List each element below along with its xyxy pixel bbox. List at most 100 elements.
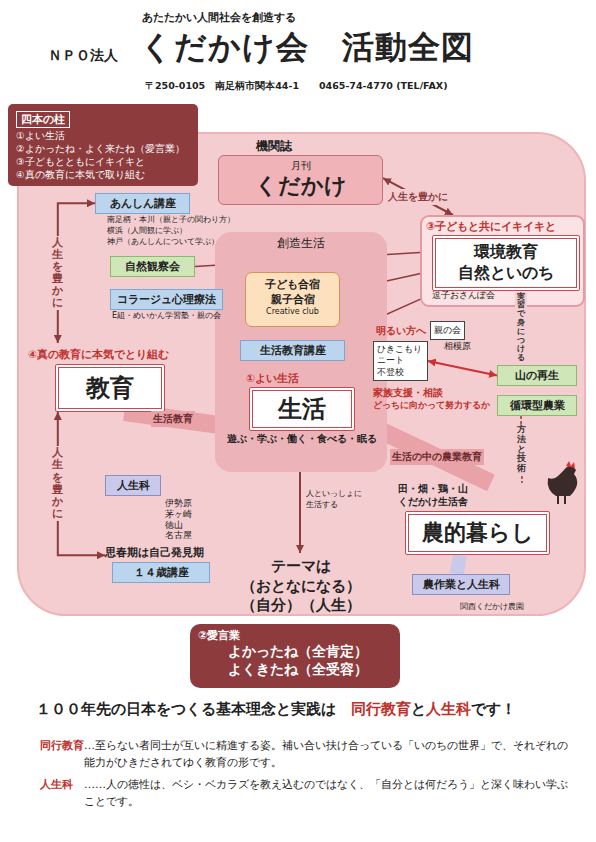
node-part: 農作業と人生科 <box>412 574 510 595</box>
node-part: ①よい生活 <box>222 372 382 386</box>
node-part: １４歳講座 <box>112 562 210 583</box>
node-text: コラージュ心理療法 <box>117 292 216 307</box>
definition-body: …至らない者同士が互いに精進する姿。補い合い扶け合っている「いのちの世界」で、そ… <box>84 738 570 771</box>
node-part: 四本の柱 <box>16 111 70 128</box>
node-part: 創造生活 <box>215 232 387 252</box>
node-part: ④真の教育に本気でとり組む <box>28 343 203 362</box>
definition-term: 同行教育 <box>40 738 84 771</box>
summary-text: と <box>411 700 426 719</box>
org-type: ＮＰＯ法人 <box>48 47 118 65</box>
node-part: 機関誌 <box>218 138 383 155</box>
text-group: 同行教育…至らない者同士が互いに精進する姿。補い合い扶け合っている「いのちの世界… <box>40 738 570 810</box>
feature-box: ④真の教育に本気でとり組む教育 <box>28 343 203 412</box>
edge-label: 生活の中の農業教育 <box>390 449 484 465</box>
node-part: コラージュ心理療法 <box>110 289 223 310</box>
node-text: 遊ぶ・学ぶ・働く・食べる・眠る <box>222 433 382 446</box>
node-part: 教育 <box>55 364 165 412</box>
region-panel: ③子どもと共にイキイキと逗子おさんぽ会環境教育 自然といのち <box>420 215 585 307</box>
node-text: 創造生活 <box>215 235 387 252</box>
pillars-box: 四本の柱 ①よい生活②よかったね・よく来たね（愛言業）③子どもとともにイキイキと④… <box>8 104 198 186</box>
node-part: 人生科 <box>105 475 161 496</box>
node-part: ②愛言業 <box>198 628 392 643</box>
node-text: Creative club <box>248 307 337 316</box>
node-text: 環境教育 自然といのち <box>454 242 558 284</box>
node-part: 生活 <box>249 387 355 431</box>
motto-box: ②愛言業よかったね（全肯定）よくきたね（全受容） <box>190 624 400 688</box>
node-part: E組・めいかん学習塾・親の会 <box>110 310 223 321</box>
node-part: ③子どもと共にイキイキと <box>422 217 583 236</box>
summary-key: 人生科 <box>426 700 471 719</box>
journal-box: 機関誌月刊くだかけ <box>218 138 383 205</box>
node-text: 自然観察会 <box>117 259 188 274</box>
node-text: ②よかったね・よく来たね（愛言業） <box>16 143 190 156</box>
course-box: あんしん講座南足柄・本川（親と子の関わり方）横浜（人間観に学ぶ）神戸（あんしんに… <box>95 193 235 247</box>
title: くだかけ会 活動全図 <box>140 26 474 70</box>
connector <box>383 178 453 215</box>
node-text: 親子合宿 <box>248 292 337 307</box>
edge-label: 方法と技術 <box>515 424 528 475</box>
node-text: 機関誌 <box>256 138 383 155</box>
node-text: 横浜（人間観に学ぶ） <box>107 225 235 236</box>
node-text: 生活 <box>253 391 351 427</box>
node-part: 関西くだかけ農園 <box>412 601 524 612</box>
node-text: E組・めいかん学習塾・親の会 <box>112 310 223 321</box>
edge-label: 人生を豊かに <box>50 446 65 521</box>
node-text: くだかけ <box>219 173 382 198</box>
tagline: あたたかい人間社会を創造する <box>142 10 296 25</box>
node-part: 相模原 <box>430 340 471 353</box>
node-text: よくきたね（全受容） <box>228 661 392 679</box>
activity-box: 自然観察会 <box>110 256 195 277</box>
course-box: コラージュ心理療法 E組・めいかん学習塾・親の会 <box>110 289 223 321</box>
node-part: 農的暮らし <box>405 511 550 555</box>
group-box: 親の会相模原 <box>430 318 471 353</box>
node-text: ③子どもとともにイキイキと <box>16 156 190 169</box>
camp-box: 子ども合宿親子合宿Creative club <box>245 272 340 327</box>
course-box: 人生科伊勢原 茅ヶ崎 徳山 名古屋 <box>105 474 205 541</box>
feature-box: 田・畑・鶏・山くだかけ生活舎農的暮らし <box>398 483 553 555</box>
node-part: 思春期は自己発見期 <box>105 546 210 560</box>
node-text: ④真の教育に本気で取り組む <box>16 169 190 182</box>
node-text: よかったね（全肯定） <box>228 643 392 661</box>
region-panel: 創造生活子ども合宿親子合宿Creative club 生活教育講座 ①よい生活生活遊… <box>215 232 387 472</box>
course-box: 生活教育講座 <box>240 340 345 361</box>
definition-term: 人生科 <box>40 777 84 810</box>
node-text: 田・畑・鶏・山 <box>398 483 553 496</box>
issue-box: ひきこもり ニート 不登校 <box>373 341 428 381</box>
edge-label: 人生を豊かに <box>50 236 65 311</box>
node-part: 環境教育 自然といのち <box>436 239 576 287</box>
node-text: 四本の柱 <box>21 112 65 127</box>
node-text: 循環型農業 <box>504 398 570 413</box>
node-text: 人生科 <box>112 478 154 493</box>
node-text: 農的暮らし <box>409 515 546 551</box>
node-part: 月刊くだかけ <box>218 155 383 205</box>
node-part: ①よい生活②よかったね・よく来たね（愛言業）③子どもとともにイキイキと④真の教育… <box>16 130 190 182</box>
node-text: 月刊 <box>219 159 382 173</box>
summary-text: １００年先の日本をつくる基本理念と実践は <box>36 700 336 719</box>
node-text: ④真の教育に本気でとり組む <box>28 348 203 362</box>
node-text: 子ども合宿 <box>248 277 337 292</box>
node-text: 伊勢原 茅ヶ崎 徳山 名古屋 <box>165 498 197 541</box>
edge-label: 人生を豊かに <box>386 189 450 205</box>
activity-box: 山の再生 <box>497 365 577 386</box>
arrow-note: 人といっしょに 生活する <box>306 488 366 510</box>
node-text: 相模原 <box>444 340 471 353</box>
edge-label: 実習で身につける <box>515 292 527 364</box>
text-group: １００年先の日本をつくる基本理念と実践は同行教育と人生科です！ <box>36 700 516 719</box>
node-text: ひきこもり ニート 不登校 <box>377 344 424 378</box>
node-text: ①よい生活 <box>246 372 382 386</box>
node-text: くだかけ生活舎 <box>398 496 553 509</box>
node-text: 関西くだかけ農園 <box>460 601 524 612</box>
node-text: 教育 <box>59 368 161 408</box>
node-text: 生活教育講座 <box>247 343 338 358</box>
node-part: よかったね（全肯定）よくきたね（全受容） <box>198 643 392 679</box>
node-part: 生活教育講座 <box>247 343 338 358</box>
node-text: １４歳講座 <box>119 565 203 580</box>
theme-text: テーマは （おとなになる） （自分）（人生） <box>236 557 366 616</box>
node-text: 農作業と人生科 <box>419 577 503 592</box>
rooster-illustration <box>548 461 578 504</box>
node-part: 自然観察会 <box>117 259 188 274</box>
course-box: 農作業と人生科関西くだかけ農園 <box>412 574 524 612</box>
summary-key: 同行教育 <box>351 700 411 719</box>
note-text: 家族支援・相談 <box>373 386 443 400</box>
